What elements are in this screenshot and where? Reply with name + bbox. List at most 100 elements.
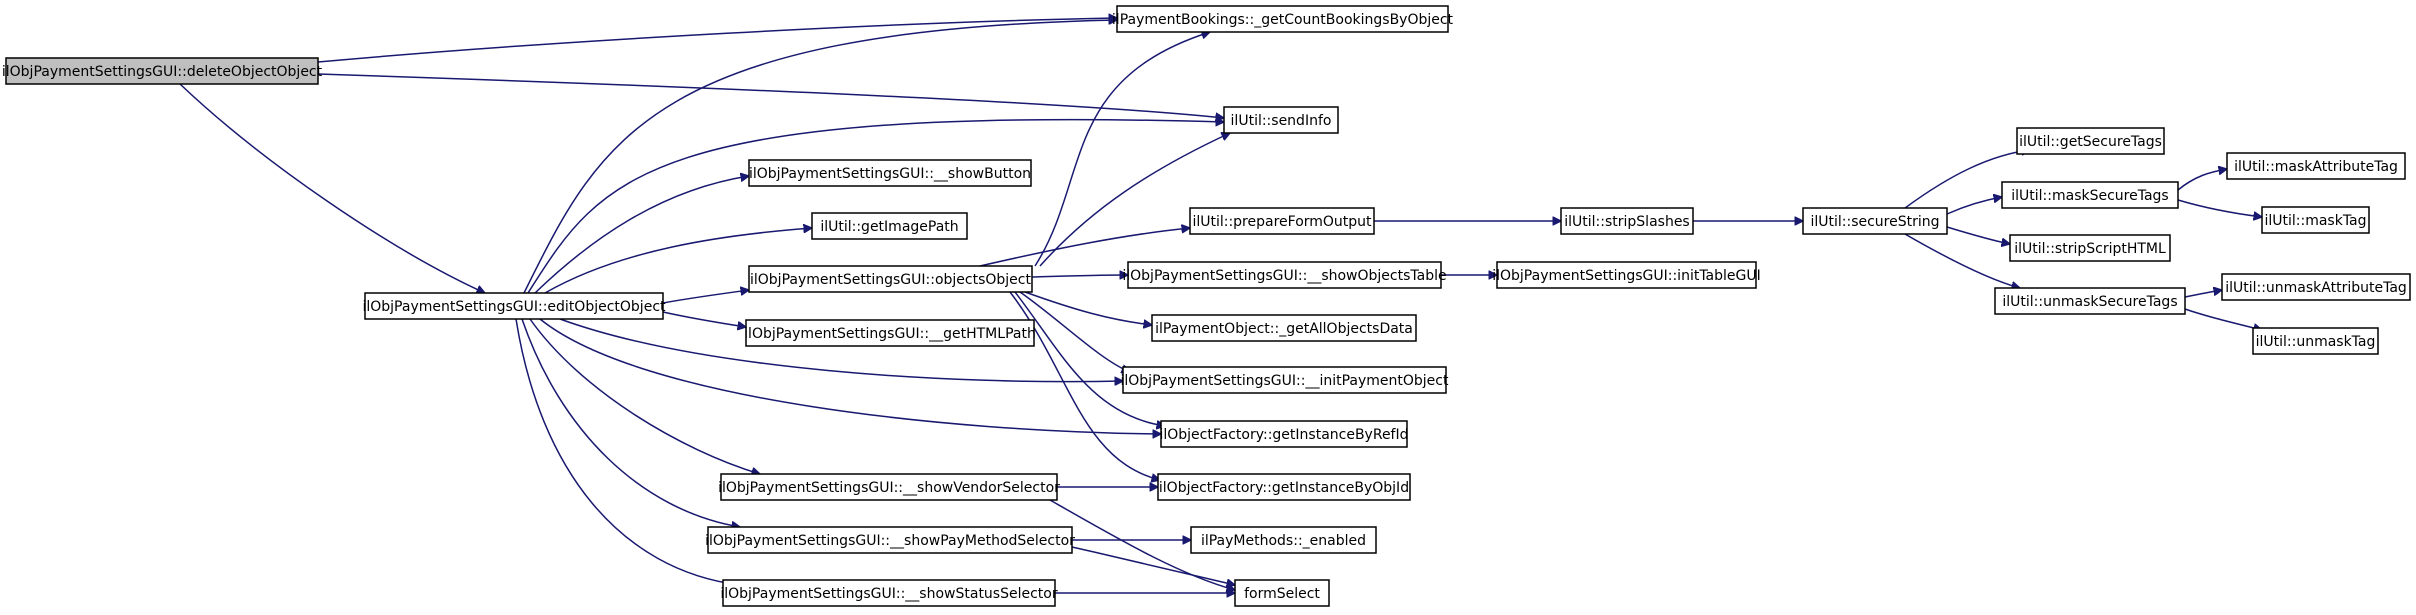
node-strip-slashes[interactable]: ilUtil::stripSlashes [1560,207,1694,235]
node-label-strip-script-html: ilUtil::stripScriptHTML [2014,241,2166,257]
node-label-unmask-secure-tags: ilUtil::unmaskSecureTags [2002,294,2177,310]
edge-objects-object-to-get-all-objects-data [1024,291,1152,325]
node-box-show-pay-method-selector [707,526,1073,554]
node-init-table-gui[interactable]: ilObjPaymentSettingsGUI::initTableGUI [1492,261,1761,289]
edge-edit-object-to-get-html-path [662,311,746,327]
node-box-show-status-selector [722,579,1056,607]
edge-edit-object-to-show-vendor-selector [529,318,760,474]
edge-objects-object-to-count-bookings [1034,32,1210,267]
edge-edit-object-to-get-instance-by-ref-id [539,318,1161,434]
node-box-count-bookings [1116,5,1449,33]
node-box-get-image-path [811,212,968,240]
edge-edit-object-to-show-status-selector [515,318,740,585]
node-label-mask-attribute-tag: ilUtil::maskAttributeTag [2234,159,2398,175]
edge-edit-object-to-send-info [527,120,1224,294]
node-label-show-pay-method-selector: ilObjPaymentSettingsGUI::__showPayMethod… [705,533,1075,549]
node-secure-string[interactable]: ilUtil::secureString [1802,207,1948,235]
node-get-all-objects-data[interactable]: ilPaymentObject::_getAllObjectsData [1151,314,1417,342]
node-box-get-instance-by-obj-id [1157,473,1411,501]
edge-edit-object-to-init-payment-object [559,318,1123,382]
node-objects-object[interactable]: ilObjPaymentSettingsGUI::objectsObject [748,265,1033,293]
node-box-unmask-tag [2252,327,2379,355]
node-unmask-attribute-tag[interactable]: ilUtil::unmaskAttributeTag [2221,273,2411,301]
edge-objects-object-to-get-instance-by-ref-id [1014,291,1165,426]
node-box-unmask-attribute-tag [2221,273,2411,301]
edge-edit-object-to-show-button [534,176,749,294]
node-send-info[interactable]: ilUtil::sendInfo [1223,106,1339,134]
node-show-vendor-selector[interactable]: ilObjPaymentSettingsGUI::__showVendorSel… [718,473,1060,501]
node-label-get-secure-tags: ilUtil::getSecureTags [2019,134,2162,150]
node-label-delete-object: ilObjPaymentSettingsGUI::deleteObjectObj… [2,64,323,80]
node-label-get-html-path: ilObjPaymentSettingsGUI::__getHTMLPath [744,326,1036,342]
node-edit-object[interactable]: ilObjPaymentSettingsGUI::editObjectObjec… [362,292,666,320]
node-label-show-button: ilObjPaymentSettingsGUI::__showButton [749,166,1031,182]
node-delete-object[interactable]: ilObjPaymentSettingsGUI::deleteObjectObj… [2,57,323,85]
node-box-init-table-gui [1496,261,1757,289]
node-label-show-vendor-selector: ilObjPaymentSettingsGUI::__showVendorSel… [718,480,1060,496]
node-count-bookings[interactable]: ilPaymentBookings::_getCountBookingsByOb… [1112,5,1454,33]
node-box-strip-slashes [1560,207,1694,235]
node-label-prepare-form-output: ilUtil::prepareFormOutput [1192,214,1372,230]
node-box-get-instance-by-ref-id [1160,420,1408,448]
node-label-unmask-attribute-tag: ilUtil::unmaskAttributeTag [2225,280,2407,296]
edge-unmask-secure-tags-to-unmask-attribute-tag [2184,290,2222,298]
node-get-secure-tags[interactable]: ilUtil::getSecureTags [2016,127,2165,155]
node-label-mask-secure-tags: ilUtil::maskSecureTags [2011,188,2168,204]
node-get-instance-by-ref-id[interactable]: ilObjectFactory::getInstanceByRefId [1159,420,1409,448]
node-box-show-objects-table [1127,261,1442,289]
node-label-send-info: ilUtil::sendInfo [1231,113,1332,129]
node-label-count-bookings: ilPaymentBookings::_getCountBookingsByOb… [1112,12,1454,28]
node-label-pay-methods-enabled: ilPayMethods::_enabled [1201,533,1366,549]
edge-objects-object-to-send-info [1039,133,1230,267]
node-show-objects-table[interactable]: ilObjPaymentSettingsGUI::__showObjectsTa… [1122,261,1447,289]
node-box-form-select [1234,579,1330,607]
node-get-image-path[interactable]: ilUtil::getImagePath [811,212,968,240]
node-label-form-select: formSelect [1244,586,1320,602]
node-label-objects-object: ilObjPaymentSettingsGUI::objectsObject [750,272,1031,288]
node-label-mask-tag: ilUtil::maskTag [2264,213,2366,229]
node-unmask-secure-tags[interactable]: ilUtil::unmaskSecureTags [1994,287,2186,315]
node-box-show-button [748,159,1032,187]
edge-unmask-secure-tags-to-unmask-tag [2184,308,2262,330]
node-mask-tag[interactable]: ilUtil::maskTag [2261,206,2370,234]
node-box-get-all-objects-data [1151,314,1417,342]
edge-mask-secure-tags-to-mask-attribute-tag [2177,169,2227,191]
node-strip-script-html[interactable]: ilUtil::stripScriptHTML [2009,234,2171,262]
node-show-status-selector[interactable]: ilObjPaymentSettingsGUI::__showStatusSel… [720,579,1058,607]
node-show-pay-method-selector[interactable]: ilObjPaymentSettingsGUI::__showPayMethod… [705,526,1075,554]
node-show-button[interactable]: ilObjPaymentSettingsGUI::__showButton [748,159,1032,187]
node-box-send-info [1223,106,1339,134]
edge-edit-object-to-show-pay-method-selector [521,318,740,527]
node-box-edit-object [364,292,664,320]
node-label-init-table-gui: ilObjPaymentSettingsGUI::initTableGUI [1492,268,1761,284]
edge-objects-object-to-init-payment-object [1019,291,1130,372]
node-get-instance-by-obj-id[interactable]: ilObjectFactory::getInstanceByObjId [1157,473,1411,501]
node-box-unmask-secure-tags [1994,287,2186,315]
node-box-secure-string [1802,207,1948,235]
node-box-prepare-form-output [1189,207,1375,235]
node-pay-methods-enabled[interactable]: ilPayMethods::_enabled [1190,526,1377,554]
node-prepare-form-output[interactable]: ilUtil::prepareFormOutput [1189,207,1375,235]
node-label-show-status-selector: ilObjPaymentSettingsGUI::__showStatusSel… [720,586,1057,602]
node-box-get-html-path [745,319,1035,347]
node-label-edit-object: ilObjPaymentSettingsGUI::editObjectObjec… [362,299,666,315]
node-label-secure-string: ilUtil::secureString [1810,214,1939,230]
node-box-mask-tag [2261,206,2370,234]
edge-edit-object-to-count-bookings [523,20,1117,294]
node-box-mask-secure-tags [2001,181,2179,209]
node-init-payment-object[interactable]: ilObjPaymentSettingsGUI::__initPaymentOb… [1121,366,1449,394]
edge-secure-string-to-strip-script-html [1946,226,2010,244]
node-label-get-instance-by-obj-id: ilObjectFactory::getInstanceByObjId [1159,480,1409,496]
node-get-html-path[interactable]: ilObjPaymentSettingsGUI::__getHTMLPath [744,319,1036,347]
edge-delete-object-to-count-bookings [317,18,1117,63]
node-box-pay-methods-enabled [1190,526,1377,554]
edge-edit-object-to-objects-object [662,290,749,304]
node-unmask-tag[interactable]: ilUtil::unmaskTag [2252,327,2379,355]
edge-delete-object-to-edit-object [179,83,485,293]
edge-secure-string-to-unmask-secure-tags [1904,233,2020,288]
node-label-get-instance-by-ref-id: ilObjectFactory::getInstanceByRefId [1159,427,1408,443]
node-mask-attribute-tag[interactable]: ilUtil::maskAttributeTag [2226,152,2406,180]
node-mask-secure-tags[interactable]: ilUtil::maskSecureTags [2001,181,2179,209]
node-form-select[interactable]: formSelect [1234,579,1330,607]
